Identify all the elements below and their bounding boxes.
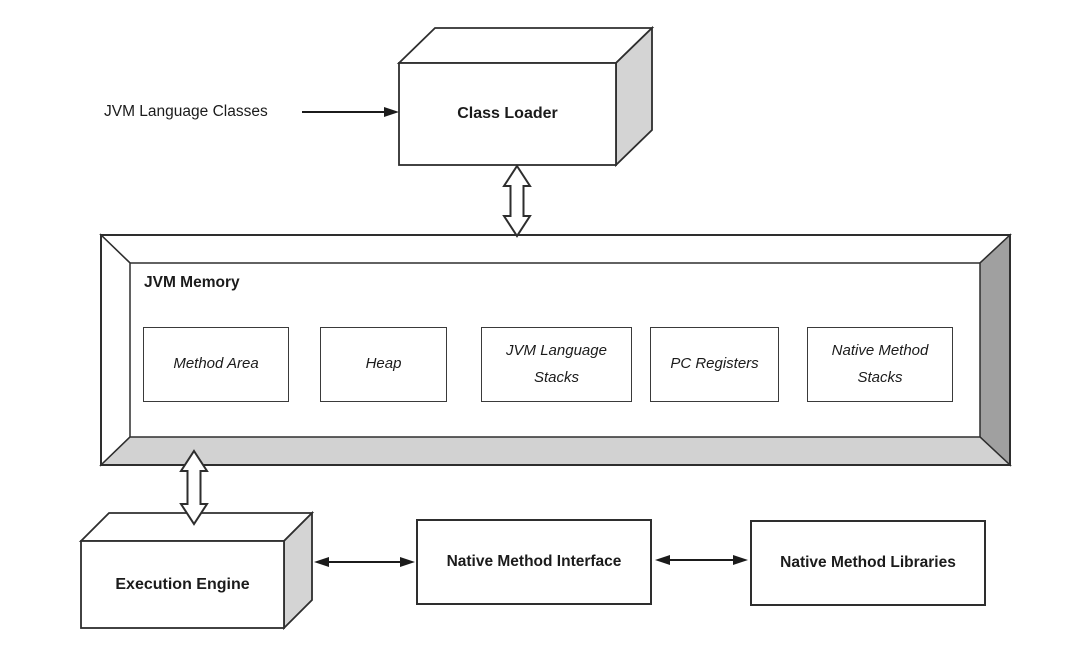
execution-engine-box-3d	[78, 510, 315, 631]
native-method-libraries-box: Native Method Libraries	[750, 520, 986, 606]
class-loader-box-3d	[396, 25, 655, 168]
classloader-jvmmemory-double-arrow	[502, 164, 532, 238]
execution-engine-label: Execution Engine	[115, 575, 250, 593]
heap-box: Heap	[320, 327, 447, 402]
native-method-interface-box: Native Method Interface	[416, 519, 652, 605]
jvm-language-classes-label: JVM Language Classes	[104, 103, 268, 120]
executionengine-nmi-double-arrow	[314, 557, 415, 567]
jvm-memory-label: JVM Memory	[144, 274, 240, 291]
classes-to-classloader-arrow	[302, 107, 399, 117]
method-area-box: Method Area	[143, 327, 289, 402]
jvm-language-stacks-box: JVM Language Stacks	[481, 327, 632, 402]
native-method-stacks-box: Native Method Stacks	[807, 327, 953, 402]
class-loader-label: Class Loader	[457, 105, 558, 122]
nmi-nml-double-arrow	[655, 555, 748, 565]
pc-registers-box: PC Registers	[650, 327, 779, 402]
jvmmemory-executionengine-double-arrow	[179, 449, 209, 526]
jvm-memory-frame-3d	[99, 233, 1012, 467]
